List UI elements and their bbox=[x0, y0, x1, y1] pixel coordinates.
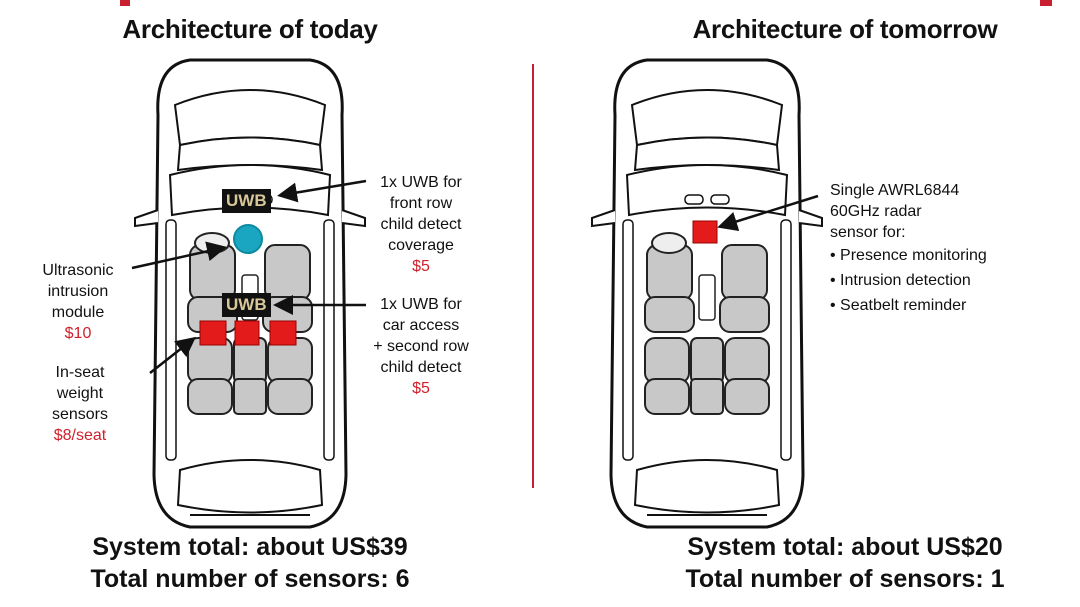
bullet-item: • Presence monitoring bbox=[830, 247, 987, 264]
callout-uwb-rear: 1x UWB for car access + second row child… bbox=[366, 294, 476, 399]
ultrasonic-sensor-icon bbox=[233, 224, 263, 254]
left-summary: System total: about US$39 Total number o… bbox=[90, 531, 409, 595]
callout-line: Single AWRL6844 bbox=[830, 182, 960, 199]
callout-radar: Single AWRL6844 60GHz radar sensor for: … bbox=[830, 180, 987, 318]
callout-line: + second row bbox=[373, 338, 469, 355]
cut-off-heading-fragment bbox=[1040, 0, 1052, 6]
callout-line: child detect bbox=[380, 216, 462, 233]
callout-price: $8/seat bbox=[53, 427, 107, 444]
callout-price: $10 bbox=[64, 325, 92, 342]
callout-line: Ultrasonic bbox=[42, 262, 114, 279]
weight-sensor-icon bbox=[269, 320, 297, 346]
callout-uwb-front: 1x UWB for front row child detect covera… bbox=[366, 172, 476, 277]
callout-line: car access bbox=[382, 317, 460, 334]
callout-line: 1x UWB for bbox=[380, 296, 462, 313]
callout-price: $5 bbox=[412, 258, 430, 275]
sensor-count: Total number of sensors: 1 bbox=[685, 565, 1005, 593]
system-total: System total: about US$39 bbox=[92, 533, 408, 561]
weight-sensor-icon bbox=[199, 320, 227, 346]
radar-sensor-icon bbox=[692, 220, 718, 244]
uwb-rear-badge: UWB bbox=[222, 293, 271, 317]
sensor-count: Total number of sensors: 6 bbox=[90, 565, 410, 593]
right-summary: System total: about US$20 Total number o… bbox=[685, 531, 1004, 595]
arrow bbox=[277, 179, 367, 203]
callout-line: 1x UWB for bbox=[380, 174, 462, 191]
callout-line: module bbox=[51, 304, 105, 321]
callout-line: front row bbox=[389, 195, 453, 212]
left-title: Architecture of today bbox=[122, 14, 378, 44]
arrow bbox=[149, 336, 196, 374]
section-divider bbox=[532, 64, 534, 488]
callout-line: coverage bbox=[388, 237, 454, 254]
callout-line: child detect bbox=[380, 359, 462, 376]
right-title: Architecture of tomorrow bbox=[692, 14, 998, 44]
callout-line: intrusion bbox=[47, 283, 109, 300]
callout-line: sensor for: bbox=[830, 224, 906, 241]
car-tomorrow bbox=[590, 58, 824, 529]
uwb-front-badge: UWB bbox=[222, 189, 271, 213]
weight-sensor-icon bbox=[234, 320, 260, 346]
callout-line: sensors bbox=[51, 406, 109, 423]
callout-line: In-seat bbox=[55, 364, 105, 381]
arrow bbox=[131, 241, 227, 270]
system-total: System total: about US$20 bbox=[687, 533, 1003, 561]
bullet-item: • Intrusion detection bbox=[830, 272, 971, 289]
callout-weight: In-seat weight sensors $8/seat bbox=[30, 362, 130, 446]
cut-off-heading-fragment bbox=[120, 0, 130, 6]
callout-price: $5 bbox=[412, 380, 430, 397]
callout-line: 60GHz radar bbox=[830, 203, 922, 220]
arrow bbox=[717, 194, 819, 232]
bullet-item: • Seatbelt reminder bbox=[830, 297, 967, 314]
callout-line: weight bbox=[56, 385, 104, 402]
callout-ultrasonic: Ultrasonic intrusion module $10 bbox=[28, 260, 128, 344]
